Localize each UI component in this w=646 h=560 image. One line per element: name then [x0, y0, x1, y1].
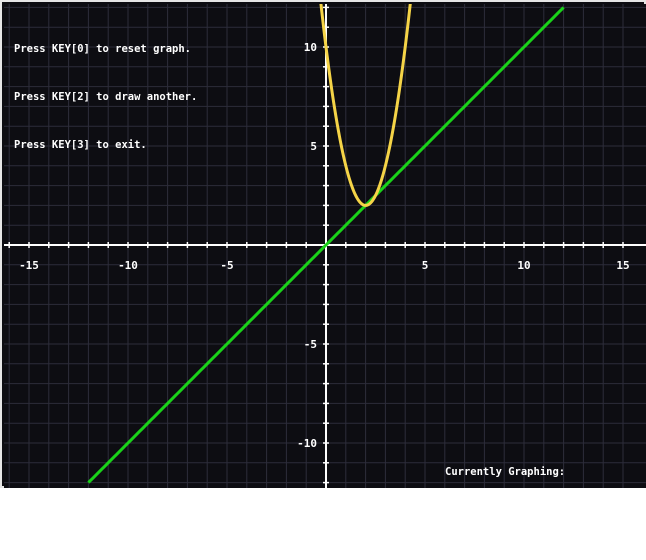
y-tick-label: 10 [304, 41, 317, 54]
x-tick-label: 10 [517, 259, 530, 272]
y-tick-label: -10 [297, 437, 317, 450]
quadratic-graph-curve [319, 4, 412, 207]
graph-plot: -15 -10 -5 5 10 15 10 5 -5 -10 [4, 4, 646, 488]
x-tick-label: 5 [422, 259, 429, 272]
status-heading: Currently Graphing: [445, 466, 566, 478]
instructions-panel: Press KEY[0] to reset graph. Press KEY[2… [14, 9, 197, 185]
instruction-draw-another: Press KEY[2] to draw another. [14, 91, 198, 103]
linear-graph-line [87, 6, 565, 484]
instruction-reset: Press KEY[0] to reset graph. [14, 43, 192, 55]
x-tick-label: 15 [616, 259, 629, 272]
y-tick-label: 5 [310, 140, 317, 153]
status-panel: Currently Graphing: Quad: 2(x-2)^2 + 2 [445, 432, 565, 560]
x-tick-label: -10 [118, 259, 138, 272]
graph-screen: -15 -10 -5 5 10 15 10 5 -5 -10 Press KEY[0] to re… [0, 0, 646, 488]
y-tick-label: -5 [304, 338, 317, 351]
x-tick-label: -15 [19, 259, 39, 272]
status-equation: Quad: 2(x-2)^2 + 2 [445, 514, 559, 526]
x-tick-label: -5 [220, 259, 233, 272]
instruction-exit: Press KEY[3] to exit. [14, 139, 147, 151]
